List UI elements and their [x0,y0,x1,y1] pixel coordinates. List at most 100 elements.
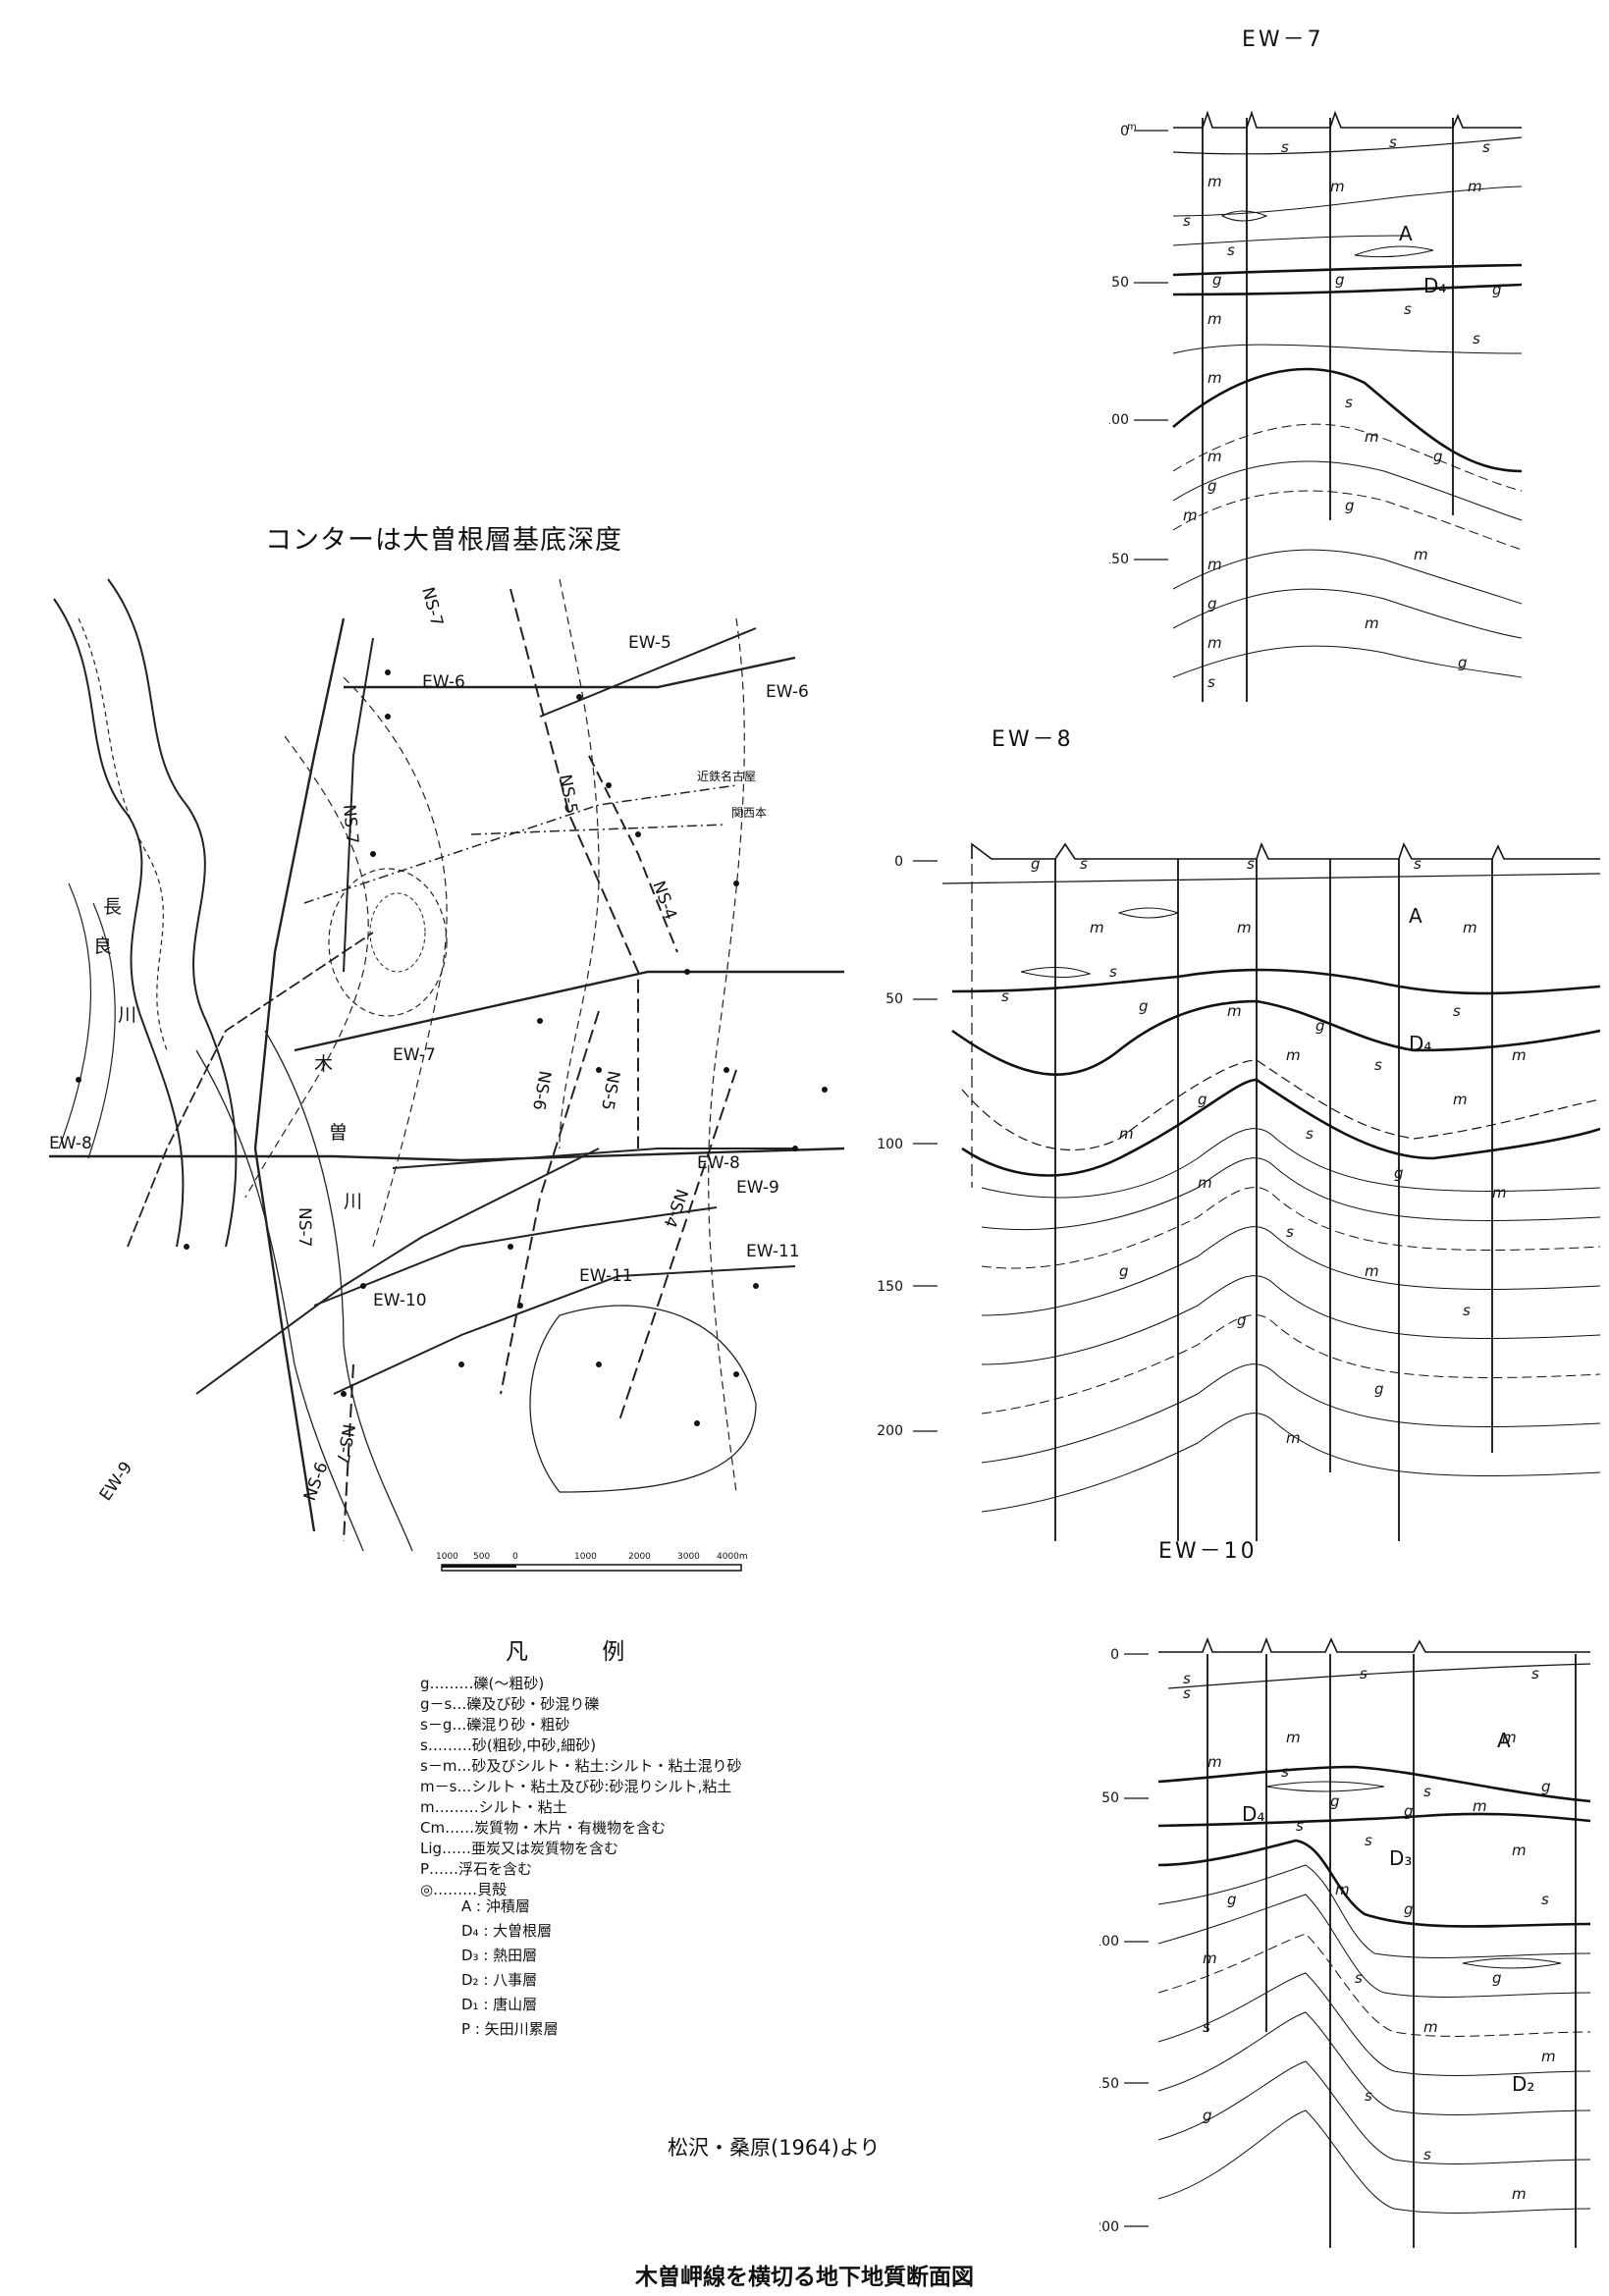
svg-text:m: m [1090,919,1104,936]
svg-text:g: g [1492,1969,1502,1987]
svg-text:50: 50 [885,991,903,1007]
svg-text:s: s [1203,2018,1210,2036]
legend-title: 凡 例 [506,1639,659,1665]
svg-text:m: m [1286,1046,1301,1064]
legend-item: g－s…礫及び砂・砂混り礫 [420,1695,600,1713]
map-rail-label: 近鉄名古屋 [697,769,756,783]
svg-text:s: s [1296,1817,1304,1835]
svg-text:g: g [1212,271,1222,289]
legend-item: P……浮石を含む [420,1860,533,1878]
svg-text:100: 100 [1099,1934,1119,1949]
svg-text:s: s [1423,2146,1431,2163]
svg-text:D₄: D₄ [1242,1802,1264,1826]
svg-text:0: 0 [1110,1647,1119,1663]
map-line-label: EW-11 [746,1242,800,1261]
svg-text:m: m [1198,1174,1212,1192]
svg-text:s: s [1183,1670,1191,1687]
svg-text:g: g [1404,1900,1414,1918]
svg-text:s: s [1207,673,1215,691]
svg-text:100: 100 [877,1137,903,1152]
strata-item: P : 矢田川累層 [461,2020,559,2038]
svg-text:s: s [1281,138,1289,156]
svg-text:m: m [1286,1729,1301,1746]
svg-text:m: m [1127,122,1137,133]
svg-text:g: g [1404,1802,1414,1820]
scale-bar: 1000 500 0 1000 2000 3000 4000m [436,1552,748,1572]
svg-text:4000m: 4000m [717,1552,748,1562]
strata-item: D₁ : 唐山層 [461,1996,538,2013]
map-place-label: 川 [344,1191,362,1212]
map-line-label: NS-7 [295,1207,314,1247]
svg-text:m: m [1512,1842,1527,1859]
legend-item: m………シルト・粘土 [420,1798,567,1816]
map-place-label: 曽 [329,1122,348,1144]
svg-text:s: s [1345,394,1353,411]
svg-text:50: 50 [1101,1790,1119,1806]
svg-text:s: s [1001,988,1009,1005]
svg-text:m: m [1286,1429,1301,1447]
map-line-label: NS-5 [555,773,581,815]
svg-text:m: m [1207,310,1222,328]
map-line-label: NS-5 [597,1069,623,1111]
svg-text:g: g [1119,1262,1129,1280]
svg-text:g: g [1031,855,1041,873]
svg-text:m: m [1365,614,1379,632]
svg-text:m: m [1227,1002,1242,1020]
svg-text:1000: 1000 [436,1552,458,1562]
svg-text:s: s [1183,1684,1191,1702]
legend-item: Cm……炭質物・木片・有機物を含む [420,1819,667,1837]
svg-text:m: m [1463,919,1477,936]
svg-text:m: m [1207,1753,1222,1771]
map-line-label: EW-6 [422,672,465,692]
map-line-label: NS-7 [332,1422,358,1465]
svg-text:m: m [1119,1125,1134,1143]
svg-text:m: m [1414,546,1428,563]
geologic-map: EW-5 EW-6 EW-6 EW-7 EW-8 EW-8 EW-9 EW-9 … [49,578,844,1552]
legend-item: s………砂(粗砂,中砂,細砂) [420,1736,597,1754]
svg-text:s: s [1183,212,1191,230]
legend-item: g………礫(～粗砂) [420,1675,545,1692]
svg-text:m: m [1330,178,1345,195]
svg-text:g: g [1394,1164,1404,1182]
map-line-label: NS-6 [528,1069,555,1111]
svg-text:D₄: D₄ [1423,274,1446,297]
svg-text:150: 150 [877,1279,903,1295]
svg-text:m: m [1207,556,1222,573]
map-line-label: EW-9 [96,1459,137,1505]
svg-text:D₄: D₄ [1409,1032,1431,1055]
svg-text:g: g [1335,271,1345,289]
strata-item: A : 沖積層 [461,1897,530,1915]
map-title: コンターは大曽根層基底深度 [265,525,622,556]
svg-text:m: m [1207,369,1222,387]
svg-text:m: m [1207,173,1222,190]
svg-text:m: m [1207,448,1222,465]
map-line-label: EW-11 [579,1266,633,1286]
svg-text:s: s [1281,1763,1289,1781]
svg-text:m: m [1365,428,1379,446]
source-citation: 松沢・桑原(1964)より [668,2136,881,2160]
svg-text:s: s [1473,330,1480,347]
svg-text:m: m [1365,1262,1379,1280]
section-title-ew8: EW－8 [992,727,1074,752]
svg-text:0: 0 [512,1552,518,1562]
svg-text:0: 0 [894,854,903,870]
legend-item: m－s…シルト・粘土及び砂:砂混りシルト,粘土 [420,1778,732,1795]
svg-text:A: A [1409,904,1422,928]
svg-text:g: g [1345,497,1355,514]
svg-text:100: 100 [1109,412,1129,428]
svg-text:g: g [1492,281,1502,298]
map-place-label: 良 [93,935,112,957]
legend-item: s－m…砂及びシルト・粘土:シルト・粘土混り砂 [420,1757,742,1775]
svg-text:s: s [1109,963,1117,981]
svg-text:s: s [1423,1783,1431,1800]
svg-text:m: m [1207,634,1222,652]
svg-text:m: m [1203,1949,1217,1967]
svg-text:m: m [1502,1729,1517,1746]
svg-text:200: 200 [1099,2219,1119,2235]
map-line-label: NS-7 [417,585,447,628]
svg-text:s: s [1389,133,1397,151]
map-rail-label: 関西本 [731,806,767,820]
svg-text:m: m [1335,1881,1350,1898]
svg-text:s: s [1286,1223,1294,1241]
